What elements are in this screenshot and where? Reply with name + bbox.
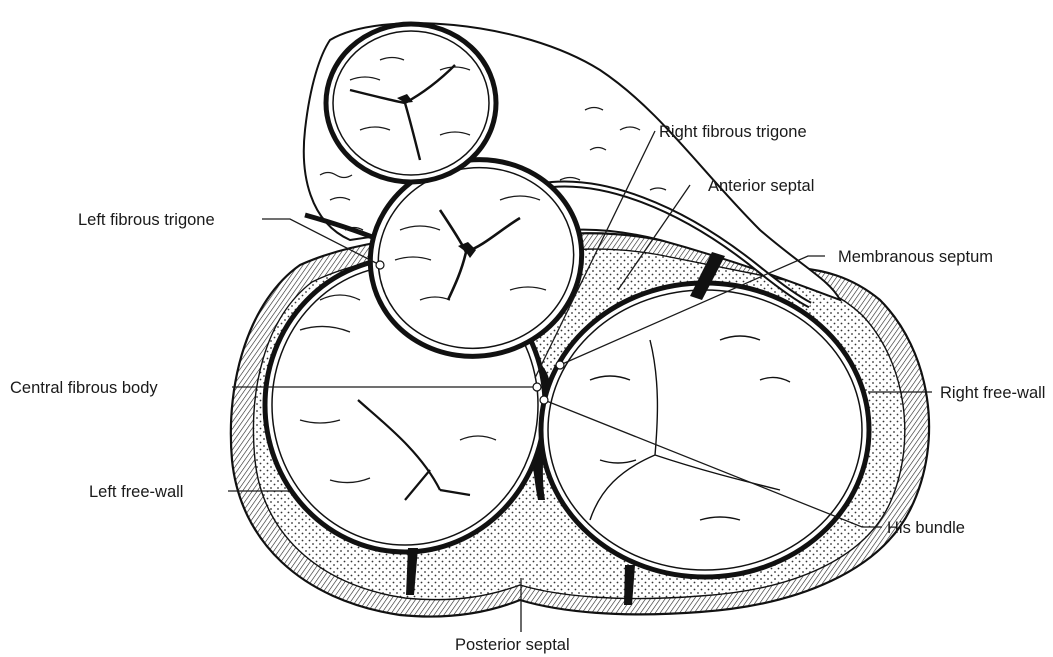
pulmonary-valve [326, 24, 496, 182]
tricuspid-valve [541, 283, 869, 577]
label-right-fibrous-trigone: Right fibrous trigone [659, 123, 807, 141]
label-posterior-septal: Posterior septal [455, 636, 570, 654]
label-right-free-wall: Right free-wall [940, 384, 1045, 402]
label-his-bundle: His bundle [887, 519, 965, 537]
label-left-fibrous-trigone: Left fibrous trigone [78, 211, 215, 229]
label-anterior-septal: Anterior septal [708, 177, 814, 195]
label-left-free-wall: Left free-wall [89, 483, 183, 501]
label-membranous-septum: Membranous septum [838, 248, 993, 266]
label-central-fibrous-body: Central fibrous body [10, 379, 158, 397]
